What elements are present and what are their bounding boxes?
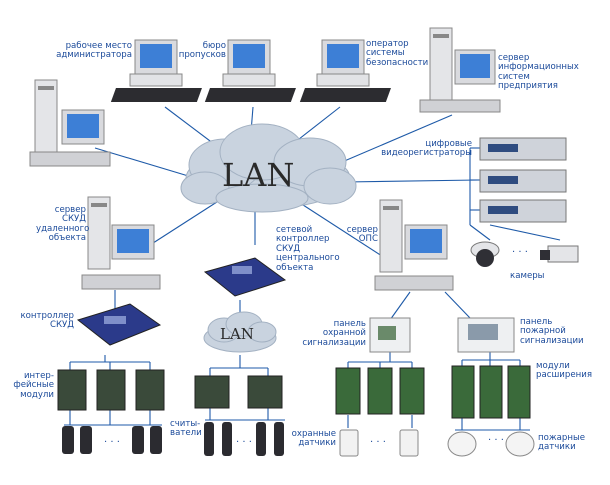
lan-label-small: LAN	[220, 325, 254, 343]
box-camera	[540, 245, 579, 263]
readers-middle	[204, 422, 284, 456]
network-controller	[203, 257, 287, 297]
lan-cloud	[180, 123, 357, 213]
label-interface-modules: интер- фейсные модули	[13, 371, 54, 400]
label-admin-workplace: рабочее место администратора	[56, 41, 132, 61]
label-fire-server: сервер ОПС	[346, 225, 378, 245]
fire-sensors-icons	[447, 431, 535, 457]
readers-left	[62, 426, 162, 454]
lan-label-main: LAN	[222, 156, 295, 194]
label-cameras: камеры	[510, 271, 545, 281]
middle-modules	[194, 375, 283, 409]
ellipsis-cameras: · · ·	[512, 247, 528, 258]
label-fire-sensors: пожарные датчики	[538, 433, 586, 453]
security-modules	[335, 367, 425, 415]
label-security-operator: оператор системы безопасности	[366, 39, 429, 68]
remote-acs-server	[81, 196, 161, 290]
ellipsis-security-sensors: · · ·	[370, 437, 386, 448]
label-readers: считы- ватели	[170, 419, 202, 439]
interface-modules	[57, 369, 165, 411]
label-enterprise-server: сервер информационных систем предприятия	[498, 53, 579, 92]
label-expansion-modules: модули расширения	[536, 361, 593, 381]
ellipsis-fire-sensors: · · ·	[488, 435, 504, 446]
ellipsis-readers-left: · · ·	[104, 437, 120, 448]
ellipsis-readers-middle: · · ·	[236, 437, 252, 448]
enterprise-server	[419, 27, 501, 113]
video-recorders	[479, 137, 567, 223]
security-panel-box	[369, 317, 411, 353]
left-workstation	[29, 79, 111, 167]
acs-controller-board	[76, 303, 162, 346]
label-network-controller: сетевой контроллер СКУД центрального объ…	[276, 225, 340, 273]
label-security-sensors: охранные датчики	[291, 429, 336, 449]
fire-panel-box	[457, 317, 515, 353]
pass-bureau-workstation	[204, 39, 296, 102]
label-pass-bureau: бюро пропусков	[178, 41, 226, 61]
label-digital-recorders: цифровые видеорегистраторы	[381, 139, 472, 159]
label-security-panel: панель охранной сигнализации	[302, 319, 366, 348]
expansion-modules-icons	[451, 365, 531, 419]
admin-workstation	[110, 39, 202, 102]
security-sensors-icons	[339, 429, 419, 457]
label-fire-panel: панель пожарной сигнализации	[520, 317, 584, 346]
dome-camera	[470, 241, 500, 267]
lan-cloud-small	[203, 311, 277, 353]
label-acs-controller: контроллер СКУД	[20, 311, 74, 331]
security-operator-workstation	[299, 39, 391, 102]
fire-security-server	[374, 199, 454, 291]
label-remote-acs-server: сервер СКУД удаленного объекта	[36, 205, 90, 244]
